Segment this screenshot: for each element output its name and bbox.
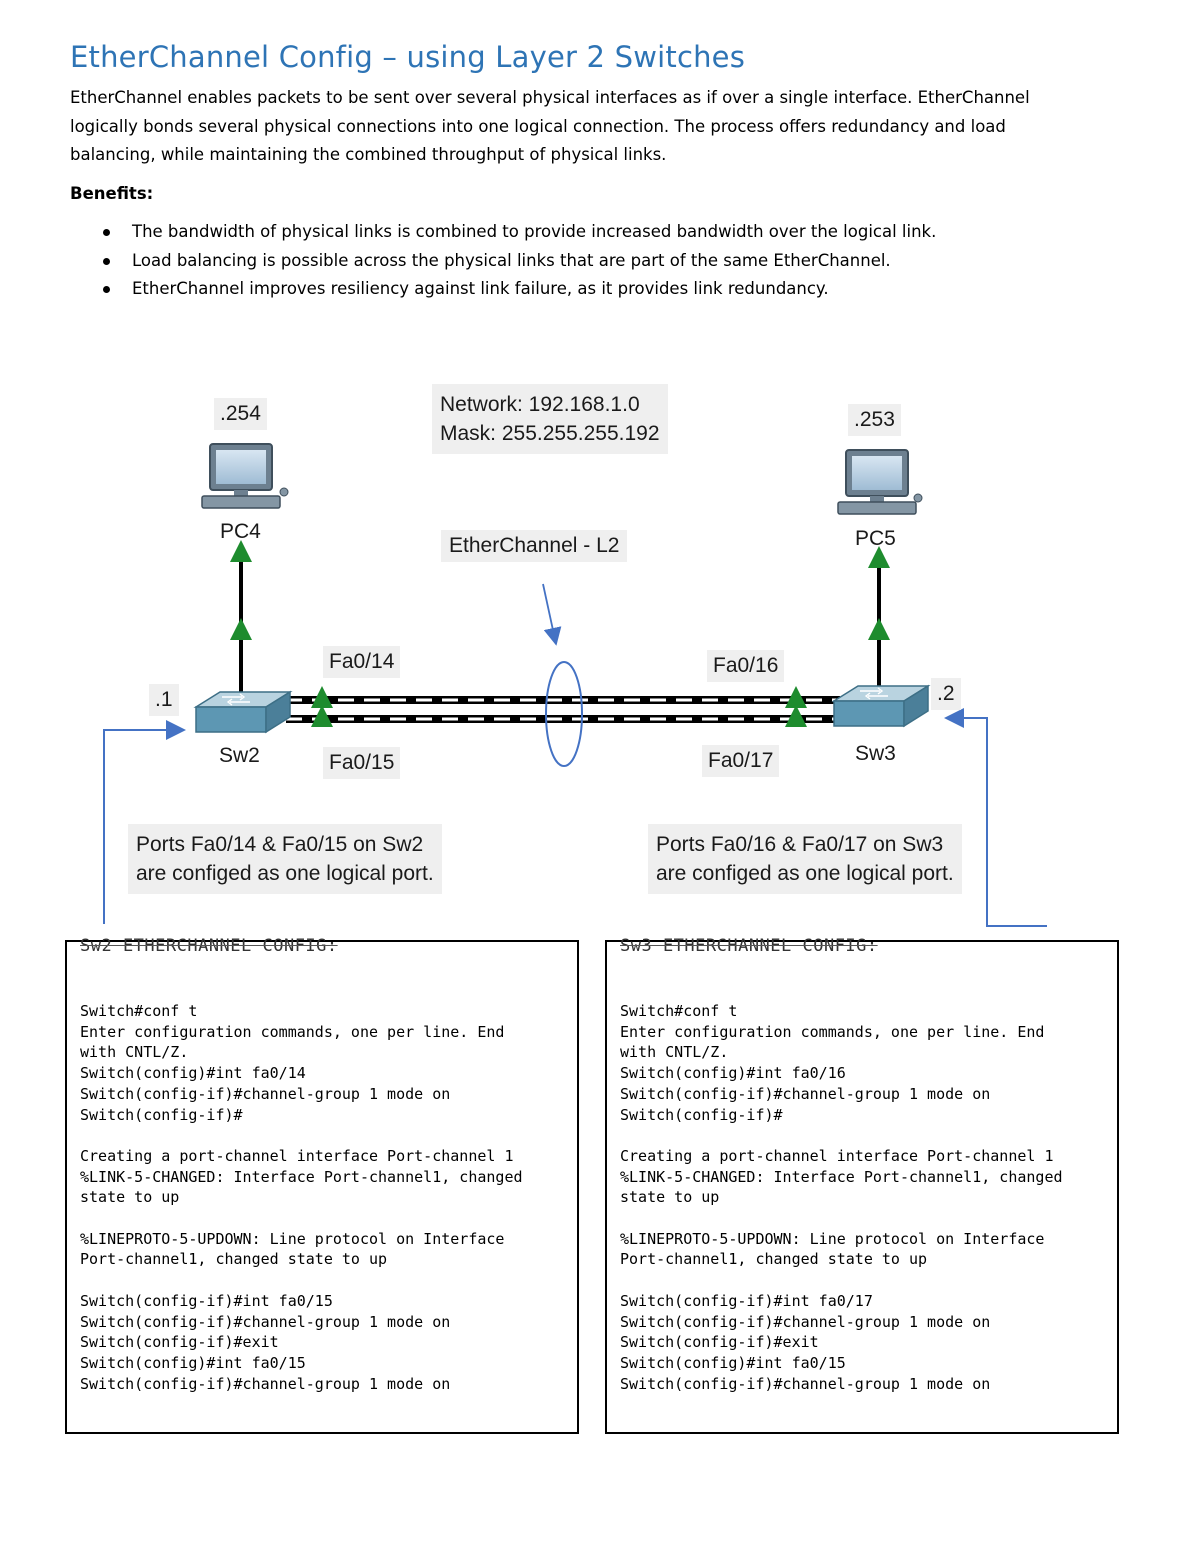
etherchannel-label: EtherChannel - L2 — [441, 530, 628, 562]
sw3-address: .2 — [931, 678, 961, 710]
config-line: Switch(config-if)#channel-group 1 mode o… — [620, 1374, 991, 1393]
sw2-config-lines: Switch#conf t Enter configuration command… — [80, 1001, 523, 1394]
bullet-icon — [103, 257, 110, 265]
config-line: %LINK-5-CHANGED: Interface Port-channel1… — [620, 1167, 1063, 1186]
sw3-config-pointer — [944, 708, 1047, 927]
config-line: %LINEPROTO-5-UPDOWN: Line protocol on In… — [80, 1229, 505, 1248]
sw3-switch-icon — [831, 684, 931, 728]
config-line: Switch(config-if)# — [620, 1105, 783, 1124]
config-line: Switch(config-if)#exit — [620, 1333, 819, 1352]
config-line: Switch(config-if)# — [80, 1105, 243, 1124]
config-line — [620, 1208, 1063, 1229]
config-line: Switch(config)#int fa0/14 — [80, 1064, 306, 1083]
config-line — [620, 1270, 1063, 1291]
config-line — [80, 1208, 523, 1229]
etherchannel-pointer — [542, 583, 562, 646]
config-line: Creating a port-channel interface Port-c… — [80, 1146, 514, 1165]
config-line: with CNTL/Z. — [620, 1043, 729, 1062]
config-line: Port-channel1, changed state to up — [80, 1250, 388, 1269]
link-up-icon — [868, 546, 890, 568]
config-line: Creating a port-channel interface Port-c… — [620, 1146, 1054, 1165]
document-title: EtherChannel Config – using Layer 2 Swit… — [70, 40, 746, 74]
link-up-icon — [230, 540, 252, 562]
config-line: %LINEPROTO-5-UPDOWN: Line protocol on In… — [620, 1229, 1045, 1248]
config-line: state to up — [80, 1188, 180, 1207]
benefits-list: The bandwidth of physical links is combi… — [70, 218, 1120, 304]
pc4-address: .254 — [214, 398, 267, 430]
network-info-label: Network: 192.168.1.0 Mask: 255.255.255.1… — [432, 384, 668, 454]
config-line: Switch(config-if)#channel-group 1 mode o… — [80, 1084, 451, 1103]
config-line: Switch#conf t — [620, 1002, 738, 1020]
config-line: Enter configuration commands, one per li… — [80, 1022, 505, 1041]
sw2-config-box: Sw2 ETHERCHANNEL CONFIG: Switch#conf t En… — [65, 936, 579, 1434]
link-up-icon — [230, 618, 252, 640]
sw3-config-lines: Switch#conf t Enter configuration command… — [620, 1001, 1063, 1394]
sw2-config-title: Sw2 ETHERCHANNEL CONFIG: — [80, 936, 338, 956]
sw3-config-title: Sw3 ETHERCHANNEL CONFIG: — [620, 936, 878, 956]
config-line: Switch(config-if)#channel-group 1 mode o… — [620, 1312, 991, 1331]
benefit-item: EtherChannel improves resiliency against… — [70, 275, 1120, 304]
sw3-ports-note: Ports Fa0/16 & Fa0/17 on Sw3 are confige… — [648, 824, 962, 894]
sw2-ports-note: Ports Fa0/14 & Fa0/15 on Sw2 are confige… — [128, 824, 442, 894]
config-line: state to up — [620, 1188, 720, 1207]
pc5-icon — [837, 449, 923, 515]
config-line: Switch(config-if)#int fa0/17 — [620, 1291, 873, 1310]
sw2-address: .1 — [149, 684, 179, 716]
benefit-item: Load balancing is possible across the ph… — [70, 247, 1120, 276]
link-up-icon — [311, 686, 333, 708]
pc4-name: PC4 — [220, 520, 261, 543]
sw3-name: Sw3 — [855, 742, 896, 765]
config-line: Switch(config-if)#channel-group 1 mode o… — [80, 1312, 451, 1331]
config-line: Switch(config-if)#exit — [80, 1333, 279, 1352]
config-line: Switch(config-if)#channel-group 1 mode o… — [620, 1084, 991, 1103]
config-line: Port-channel1, changed state to up — [620, 1250, 928, 1269]
etherchannel-ellipse — [545, 661, 583, 767]
link-up-icon — [868, 618, 890, 640]
sw3-port-fa0-16: Fa0/16 — [707, 650, 785, 682]
sw2-config-pointer — [103, 720, 186, 924]
link-up-icon — [785, 705, 807, 727]
pc5-name: PC5 — [855, 527, 896, 550]
config-line — [620, 1125, 1063, 1146]
config-line: Switch(config-if)#channel-group 1 mode o… — [80, 1374, 451, 1393]
config-line: with CNTL/Z. — [80, 1043, 189, 1062]
sw2-switch-icon — [193, 690, 293, 734]
config-line — [80, 1125, 523, 1146]
config-line: Switch(config-if)#int fa0/15 — [80, 1291, 333, 1310]
config-line: Switch(config)#int fa0/16 — [620, 1064, 846, 1083]
sw2-port-fa0-14: Fa0/14 — [323, 646, 401, 678]
config-line: Switch(config)#int fa0/15 — [80, 1353, 306, 1372]
pc5-address: .253 — [848, 404, 901, 436]
sw3-port-fa0-17: Fa0/17 — [702, 745, 780, 777]
config-line: Switch#conf t — [80, 1002, 198, 1020]
config-line — [80, 1270, 523, 1291]
sw2-name: Sw2 — [219, 744, 260, 767]
bullet-icon — [103, 229, 110, 236]
etherchannel-links — [286, 696, 840, 723]
bullet-icon — [103, 286, 110, 293]
benefits-heading: Benefits: — [70, 184, 154, 203]
intro-paragraph: EtherChannel enables packets to be sent … — [70, 88, 1030, 164]
config-line: %LINK-5-CHANGED: Interface Port-channel1… — [80, 1167, 523, 1186]
sw3-config-box: Sw3 ETHERCHANNEL CONFIG: Switch#conf t En… — [605, 936, 1119, 1434]
pc4-icon — [201, 443, 289, 509]
config-line: Switch(config)#int fa0/15 — [620, 1353, 846, 1372]
link-up-icon — [785, 686, 807, 708]
link-up-icon — [311, 705, 333, 727]
config-line: Enter configuration commands, one per li… — [620, 1022, 1045, 1041]
sw2-port-fa0-15: Fa0/15 — [323, 747, 401, 779]
benefit-item: The bandwidth of physical links is combi… — [70, 218, 1120, 247]
